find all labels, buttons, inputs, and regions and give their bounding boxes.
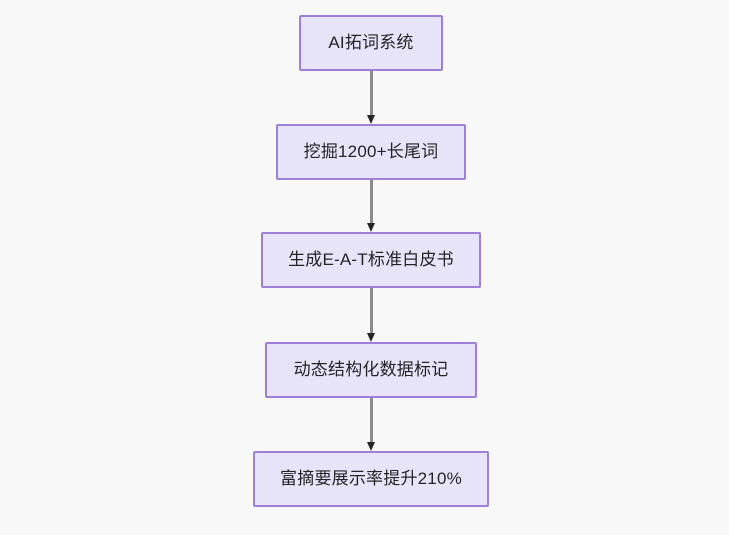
edge-line xyxy=(369,180,373,224)
arrow-down-icon xyxy=(366,223,375,232)
flowchart-edge-2-to-3 xyxy=(366,180,376,232)
edge-line xyxy=(369,288,373,334)
arrow-down-icon xyxy=(366,442,375,451)
flowchart-node-5-label: 富摘要展示率提升210% xyxy=(280,468,462,488)
flowchart-edge-4-to-5 xyxy=(366,398,376,451)
arrow-down-icon xyxy=(366,333,375,342)
flowchart-edge-1-to-2 xyxy=(366,71,376,124)
arrow-down-icon xyxy=(366,115,375,124)
flowchart-node-5[interactable]: 富摘要展示率提升210% xyxy=(253,451,489,507)
flowchart-node-1[interactable]: AI拓词系统 xyxy=(299,15,443,71)
flowchart-edge-3-to-4 xyxy=(366,288,376,342)
flowchart-node-2[interactable]: 挖掘1200+长尾词 xyxy=(276,124,466,180)
edge-line xyxy=(369,71,373,116)
flowchart-node-4-label: 动态结构化数据标记 xyxy=(293,359,449,379)
flowchart-node-3-label: 生成E-A-T标准白皮书 xyxy=(288,249,454,269)
flowchart-node-3[interactable]: 生成E-A-T标准白皮书 xyxy=(261,232,481,288)
flowchart-node-2-label: 挖掘1200+长尾词 xyxy=(303,141,439,161)
flowchart-node-1-label: AI拓词系统 xyxy=(328,32,414,52)
edge-line xyxy=(369,398,373,443)
flowchart-node-4[interactable]: 动态结构化数据标记 xyxy=(265,342,477,398)
